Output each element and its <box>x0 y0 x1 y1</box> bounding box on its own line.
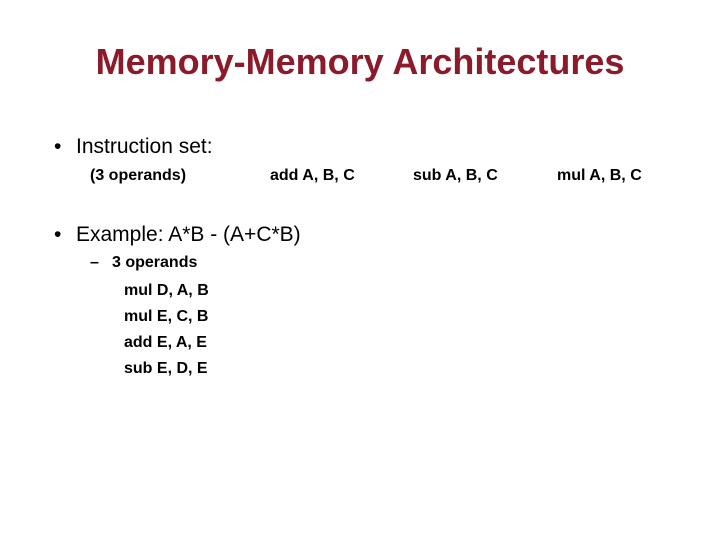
code-block: mul D, A, B mul E, C, B add E, A, E sub … <box>124 278 209 382</box>
code-line: add E, A, E <box>124 334 207 351</box>
instruction-add: add A, B, C <box>270 167 355 184</box>
instruction-sub: sub A, B, C <box>413 167 498 184</box>
dash-marker: – <box>90 254 99 271</box>
bullet-instruction-set: • Instruction set: <box>54 134 213 160</box>
bullet-text: Instruction set: <box>76 135 213 158</box>
code-line: sub E, D, E <box>124 360 208 377</box>
code-line: mul D, A, B <box>124 282 209 299</box>
code-line: mul E, C, B <box>124 308 209 325</box>
bullet-marker: • <box>54 135 62 158</box>
instruction-mul: mul A, B, C <box>557 167 642 184</box>
bullet-text: Example: A*B - (A+C*B) <box>76 223 301 246</box>
operands-label: (3 operands) <box>90 167 187 184</box>
sub-item-3-operands: –3 operands <box>90 253 197 273</box>
bullet-example: • Example: A*B - (A+C*B) <box>54 222 301 248</box>
sub-item-text: 3 operands <box>112 254 198 271</box>
slide-title: Memory-Memory Architectures <box>95 41 625 82</box>
bullet-marker: • <box>54 223 62 246</box>
